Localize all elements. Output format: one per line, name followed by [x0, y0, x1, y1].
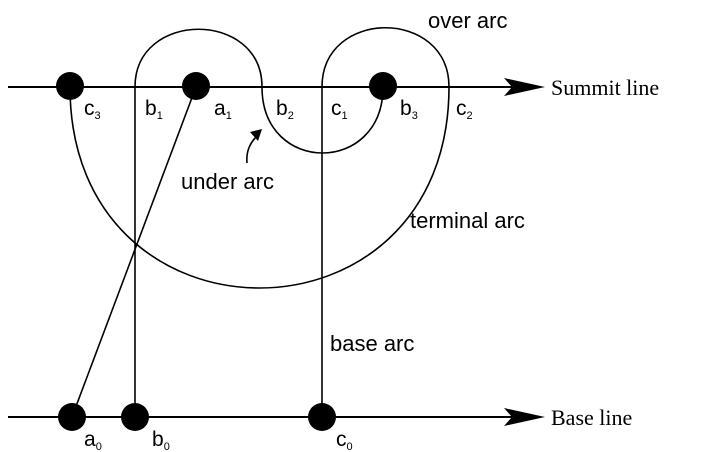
point-a0 — [58, 403, 86, 431]
label-c0: c0 — [336, 428, 353, 452]
label-c1: c1 — [331, 97, 348, 122]
summit-line-arrowhead — [504, 78, 545, 96]
under-arc-pointer-head — [250, 129, 262, 141]
point-c3 — [56, 72, 84, 100]
point-c0 — [308, 403, 336, 431]
over-arc-label: over arc — [428, 8, 507, 33]
arc-a0-a1 — [71, 86, 197, 418]
label-c2: c2 — [456, 97, 473, 122]
label-b0: b0 — [152, 428, 170, 452]
point-b3 — [369, 72, 397, 100]
over-arc-right — [321, 27, 450, 88]
label-b3: b3 — [400, 97, 418, 122]
label-b1: b1 — [145, 97, 163, 122]
under-arc-label: under arc — [181, 169, 274, 194]
summit-line-label: Summit line — [551, 75, 659, 100]
over-arc-left — [134, 28, 263, 88]
point-a1 — [182, 72, 210, 100]
terminal-arc-path — [69, 86, 450, 289]
point-b0 — [121, 403, 149, 431]
under-arc-pointer — [246, 135, 258, 164]
label-a1: a1 — [214, 97, 232, 122]
base-line-label: Base line — [551, 405, 632, 430]
label-b2: b2 — [276, 97, 294, 122]
terminal-arc-label: terminal arc — [410, 208, 525, 233]
label-c3: c3 — [84, 97, 101, 122]
base-line-arrowhead — [504, 408, 545, 426]
base-arc-label: base arc — [330, 331, 414, 356]
label-a0: a0 — [84, 428, 102, 452]
